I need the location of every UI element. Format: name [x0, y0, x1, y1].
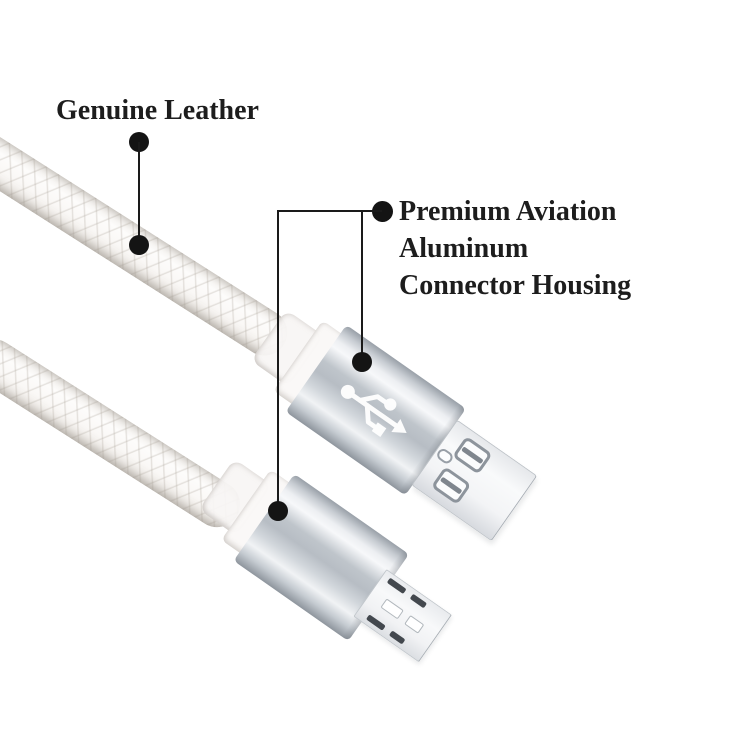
- aluminum-label-line2: Connector Housing: [399, 270, 632, 301]
- usb-trident-icon: [340, 384, 407, 438]
- aluminum-callout-dot-on-usb-a: [352, 352, 372, 372]
- aluminum-callout-line-horizontal: [278, 210, 382, 212]
- micro-usb-window: [404, 614, 425, 634]
- aluminum-callout-dot-on-micro: [268, 501, 288, 521]
- micro-usb-crimp-slot: [409, 593, 428, 609]
- usb-a-aluminum-housing: [285, 324, 466, 496]
- usb-a-pilot-hole: [434, 446, 455, 466]
- micro-usb-crimp-slot: [386, 577, 407, 595]
- aluminum-label: Premium Aviation Aluminum Connector Hous…: [399, 193, 750, 304]
- usb-a-connector: [237, 290, 554, 558]
- leather-callout-dot-on-cable: [129, 235, 149, 255]
- aluminum-callout-line-to-micro: [277, 210, 279, 511]
- usb-a-contact-window-top: [452, 435, 493, 475]
- usb-a-contact-window-bottom: [430, 466, 472, 505]
- micro-usb-crimp-slot: [365, 614, 386, 631]
- micro-usb-window: [380, 598, 404, 620]
- micro-usb-crimp-slot: [388, 630, 406, 645]
- aluminum-callout-bullet: [372, 201, 393, 222]
- leather-callout-line: [138, 142, 140, 245]
- aluminum-callout-line-to-usb-a: [361, 210, 363, 362]
- aluminum-label-line1: Premium Aviation Aluminum: [399, 196, 617, 264]
- genuine-leather-label: Genuine Leather: [56, 95, 259, 126]
